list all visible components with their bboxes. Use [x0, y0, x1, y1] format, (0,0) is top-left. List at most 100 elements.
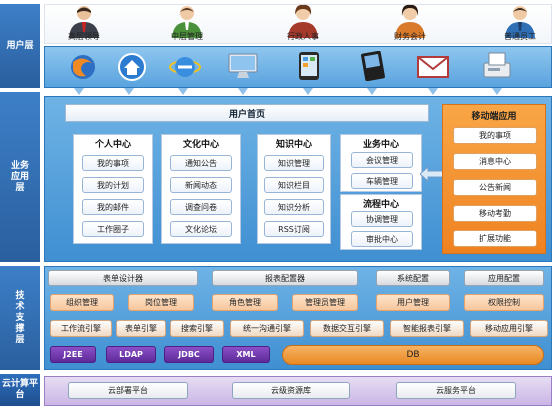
module-item[interactable]: 新闻动态 [170, 177, 232, 193]
module-item[interactable]: 会议管理 [351, 152, 413, 168]
form-designer[interactable]: 表单设计器 [48, 270, 198, 286]
module-item[interactable]: 文化论坛 [170, 221, 232, 237]
flow-arrow [274, 370, 284, 377]
flow-arrow [118, 262, 128, 269]
flow-arrow [486, 370, 496, 377]
engine-item[interactable]: 移动应用引擎 [470, 320, 548, 337]
module-item[interactable]: 通知公告 [170, 155, 232, 171]
executive-icon [69, 6, 99, 38]
layer-label-user: 用户层 [0, 4, 40, 88]
engine-item[interactable]: 表单引擎 [116, 320, 166, 337]
firefox-icon [71, 55, 95, 79]
cloud-service-platform[interactable]: 云服务平台 [396, 382, 516, 399]
ie-browser-icon [169, 57, 201, 77]
management-item[interactable]: 管理员管理 [292, 294, 358, 311]
management-item[interactable]: 组织管理 [50, 294, 114, 311]
cloud-deploy-platform[interactable]: 云部署平台 [68, 382, 188, 399]
mobile-title: 移动端应用 [471, 111, 517, 122]
user-label: 财务会计 [394, 32, 426, 41]
layer-label-business: 业务应用层 [0, 92, 40, 262]
mobile-item[interactable]: 消息中心 [453, 153, 537, 170]
flow-arrow [230, 262, 240, 269]
engine-item[interactable]: 智能报表引擎 [390, 320, 464, 337]
flow-arrow [303, 88, 313, 95]
module-title: 个人中心 [94, 140, 131, 150]
flow-arrow [336, 262, 346, 269]
flow-arrow [282, 262, 292, 269]
mobile-app-panel: 移动端应用 我的事项 消息中心 公告新闻 移动考勤 扩展功能 [442, 104, 546, 254]
module-item[interactable]: 知识分析 [264, 199, 324, 215]
manager-icon [172, 6, 202, 38]
standard-j2ee[interactable]: J2EE [50, 346, 96, 363]
management-item[interactable]: 用户管理 [376, 294, 450, 311]
flow-arrow [96, 370, 106, 377]
engine-item[interactable]: 数据交互引擎 [310, 320, 384, 337]
flow-arrow [492, 88, 502, 95]
management-item[interactable]: 角色管理 [212, 294, 278, 311]
email-icon [417, 56, 449, 78]
module-item[interactable]: 工作圈子 [82, 221, 144, 237]
engine-item[interactable]: 统一沟通引擎 [230, 320, 304, 337]
standard-jdbc[interactable]: JDBC [164, 346, 214, 363]
hr-staff-icon [288, 4, 318, 38]
home-icon [118, 53, 146, 81]
user-label: 中层管理 [171, 32, 203, 41]
module-title: 知识中心 [275, 140, 312, 150]
module-title: 文化中心 [182, 140, 219, 150]
flow-arrow [512, 262, 522, 269]
tablet-icon [299, 52, 319, 80]
fax-icon [483, 52, 511, 78]
module-item[interactable]: 调查问卷 [170, 199, 232, 215]
app-config[interactable]: 应用配置 [464, 270, 544, 286]
layer-label-tech: 技术支撑层 [0, 266, 40, 370]
mobile-item[interactable]: 我的事项 [453, 127, 537, 144]
module-title: 业务中心 [362, 140, 399, 150]
module-knowledge-center: 知识中心 知识管理 知识栏目 知识分析 RSS订阅 [257, 134, 331, 244]
engine-item[interactable]: 搜索引擎 [170, 320, 224, 337]
module-personal-center: 个人中心 我的事项 我的计划 我的邮件 工作圈子 [73, 134, 153, 244]
module-title: 流程中心 [362, 200, 399, 210]
flow-arrow [452, 262, 462, 269]
employee-icon [505, 6, 535, 38]
flow-arrow [176, 262, 186, 269]
management-item[interactable]: 岗位管理 [128, 294, 194, 311]
module-item[interactable]: 知识栏目 [264, 177, 324, 193]
database-bar[interactable]: DB [282, 345, 544, 365]
engine-item[interactable]: 工作流引擎 [50, 320, 112, 337]
module-item[interactable]: 我的事项 [82, 155, 144, 171]
system-config[interactable]: 系统配置 [376, 270, 450, 286]
mobile-item[interactable]: 公告新闻 [453, 179, 537, 196]
mobile-item[interactable]: 扩展功能 [453, 230, 537, 247]
accountant-icon [395, 4, 425, 38]
monitor-icon [228, 53, 258, 78]
module-item[interactable]: 协调管理 [351, 211, 413, 227]
flow-arrow [392, 262, 402, 269]
module-business-center: 业务中心 会议管理 车辆管理 [340, 134, 422, 192]
homepage-bar[interactable]: 用户首页 [65, 104, 429, 122]
management-item[interactable]: 权限控制 [464, 294, 544, 311]
flow-arrow [178, 88, 188, 95]
report-configurator[interactable]: 报表配置器 [212, 270, 358, 286]
flow-arrow [70, 262, 80, 269]
flow-arrow [74, 88, 84, 95]
module-item[interactable]: 知识管理 [264, 155, 324, 171]
module-item[interactable]: 我的邮件 [82, 199, 144, 215]
user-label: 高层领导 [68, 32, 100, 41]
flow-arrow [380, 370, 390, 377]
module-item[interactable]: 车辆管理 [351, 173, 413, 189]
module-culture-center: 文化中心 通知公告 新闻动态 调查问卷 文化论坛 [161, 134, 241, 244]
user-label: 行政人事 [287, 32, 319, 41]
module-flow-center: 流程中心 协调管理 审批中心 [340, 194, 422, 250]
module-item[interactable]: 审批中心 [351, 231, 413, 247]
module-item[interactable]: RSS订阅 [264, 221, 324, 237]
cloud-resource-library[interactable]: 云级资源库 [232, 382, 350, 399]
user-label: 普通员工 [504, 32, 536, 41]
flow-arrow [238, 88, 248, 95]
layer-label-cloud: 云计算平台 [0, 374, 40, 406]
standard-xml[interactable]: XML [222, 346, 270, 363]
standard-ldap[interactable]: LDAP [106, 346, 156, 363]
flow-arrow [178, 370, 188, 377]
mobile-item[interactable]: 移动考勤 [453, 205, 537, 222]
module-item[interactable]: 我的计划 [82, 177, 144, 193]
flow-arrow [428, 88, 438, 95]
